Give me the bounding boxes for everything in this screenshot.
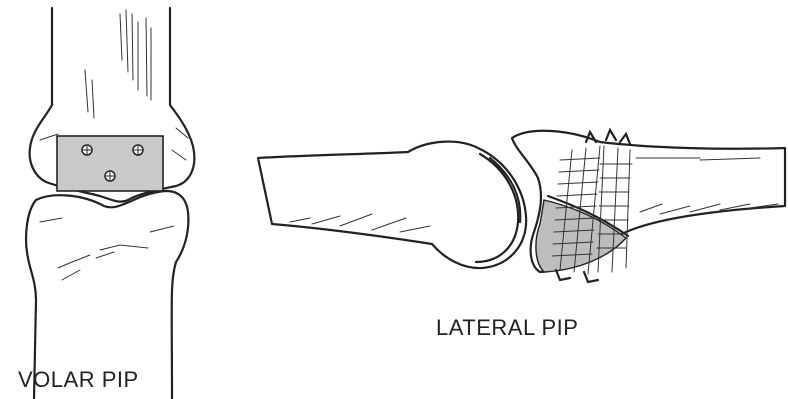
volar-pip-caption: VOLAR PIP [18,367,139,393]
proximal-phalanx-lateral [258,142,526,268]
lateral-pip-caption: LATERAL PIP [436,315,578,341]
screw-ends [556,270,598,282]
screw-head-icon [82,145,92,155]
volar-view [26,8,194,399]
lateral-view [258,130,785,282]
screw-head-icon [105,171,115,181]
screw-head-icon [133,145,143,155]
volar-plate [57,136,163,191]
